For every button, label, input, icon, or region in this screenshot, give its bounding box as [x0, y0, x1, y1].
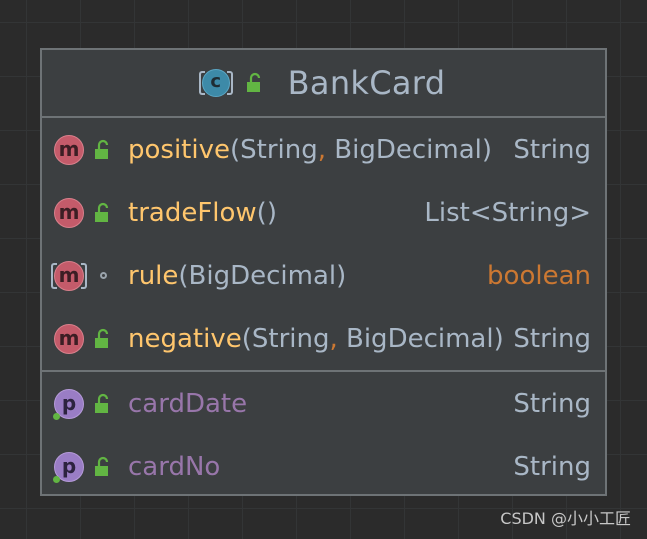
return-type: String [513, 323, 591, 354]
class-icon-letter: c [210, 71, 221, 92]
close-paren: ) [493, 323, 504, 354]
field-type: String [513, 451, 591, 482]
method-name: rule [128, 260, 179, 291]
method-icon-letter: m [58, 262, 80, 287]
unlocked-icon [95, 328, 109, 348]
property-icon: p [53, 388, 84, 420]
close-paren: ) [336, 260, 347, 291]
field-row[interactable]: p cardNo String [42, 435, 605, 498]
accessor-dot-icon [53, 412, 60, 420]
property-icon: p [53, 451, 84, 483]
param-type: String [251, 323, 330, 354]
method-signature: tradeFlow() [128, 198, 277, 228]
open-paren: ( [256, 197, 267, 228]
param-type: String [240, 134, 318, 165]
param-type: BigDecimal [346, 323, 494, 354]
method-icon-letter: m [58, 136, 80, 161]
package-private-icon [92, 265, 114, 287]
method-name: tradeFlow [128, 197, 257, 228]
return-type: List<String> [424, 197, 591, 228]
param-type: BigDecimal [188, 260, 337, 291]
unlocked-icon [246, 72, 260, 92]
unlocked-icon [95, 456, 109, 476]
method-icon-letter: m [58, 325, 80, 350]
class-icon: c [198, 69, 233, 97]
param-type: BigDecimal [334, 134, 482, 165]
open-paren: ( [241, 323, 252, 354]
method-row[interactable]: m negative(String, BigDecimal) String [42, 307, 605, 370]
comma: , [329, 323, 338, 354]
unlocked-icon [95, 393, 109, 413]
fields-section: p cardDate String p cardNo String [42, 372, 605, 498]
open-paren: ( [178, 260, 189, 291]
close-paren: ) [481, 134, 493, 165]
property-icon-letter: p [61, 453, 77, 478]
property-icon-letter: p [61, 390, 77, 415]
close-paren: ) [266, 197, 277, 228]
unlocked-icon [95, 202, 109, 222]
class-header: c BankCard [42, 50, 605, 118]
class-name: BankCard [287, 64, 446, 102]
accessor-dot-icon [53, 475, 60, 483]
method-signature: positive(String, BigDecimal) [128, 135, 492, 165]
comma: , [317, 134, 326, 165]
method-icon: m [51, 260, 87, 291]
return-type: String [513, 134, 591, 165]
method-row[interactable]: m tradeFlow() List<String> [42, 181, 605, 244]
field-name: cardDate [128, 388, 248, 419]
methods-section: m positive(String, BigDecimal) String m … [42, 118, 605, 372]
method-icon: m [54, 197, 84, 228]
unlocked-icon [95, 139, 109, 159]
method-name: positive [128, 134, 230, 165]
open-paren: ( [229, 134, 241, 165]
method-row[interactable]: m positive(String, BigDecimal) String [42, 118, 605, 181]
method-signature: rule(BigDecimal) [128, 261, 346, 291]
field-name: cardNo [128, 451, 221, 482]
field-type: String [513, 388, 591, 419]
return-type: boolean [487, 260, 591, 291]
method-row[interactable]: m rule(BigDecimal) boolean [42, 244, 605, 307]
method-name: negative [128, 323, 242, 354]
method-icon: m [54, 134, 84, 165]
method-icon: m [54, 323, 84, 354]
watermark: CSDN @小小工匠 [500, 509, 631, 528]
method-signature: negative(String, BigDecimal) [128, 324, 504, 354]
uml-class-box[interactable]: c BankCard m positive(String, BigDecimal… [40, 48, 607, 496]
field-row[interactable]: p cardDate String [42, 372, 605, 435]
method-icon-letter: m [58, 199, 80, 224]
